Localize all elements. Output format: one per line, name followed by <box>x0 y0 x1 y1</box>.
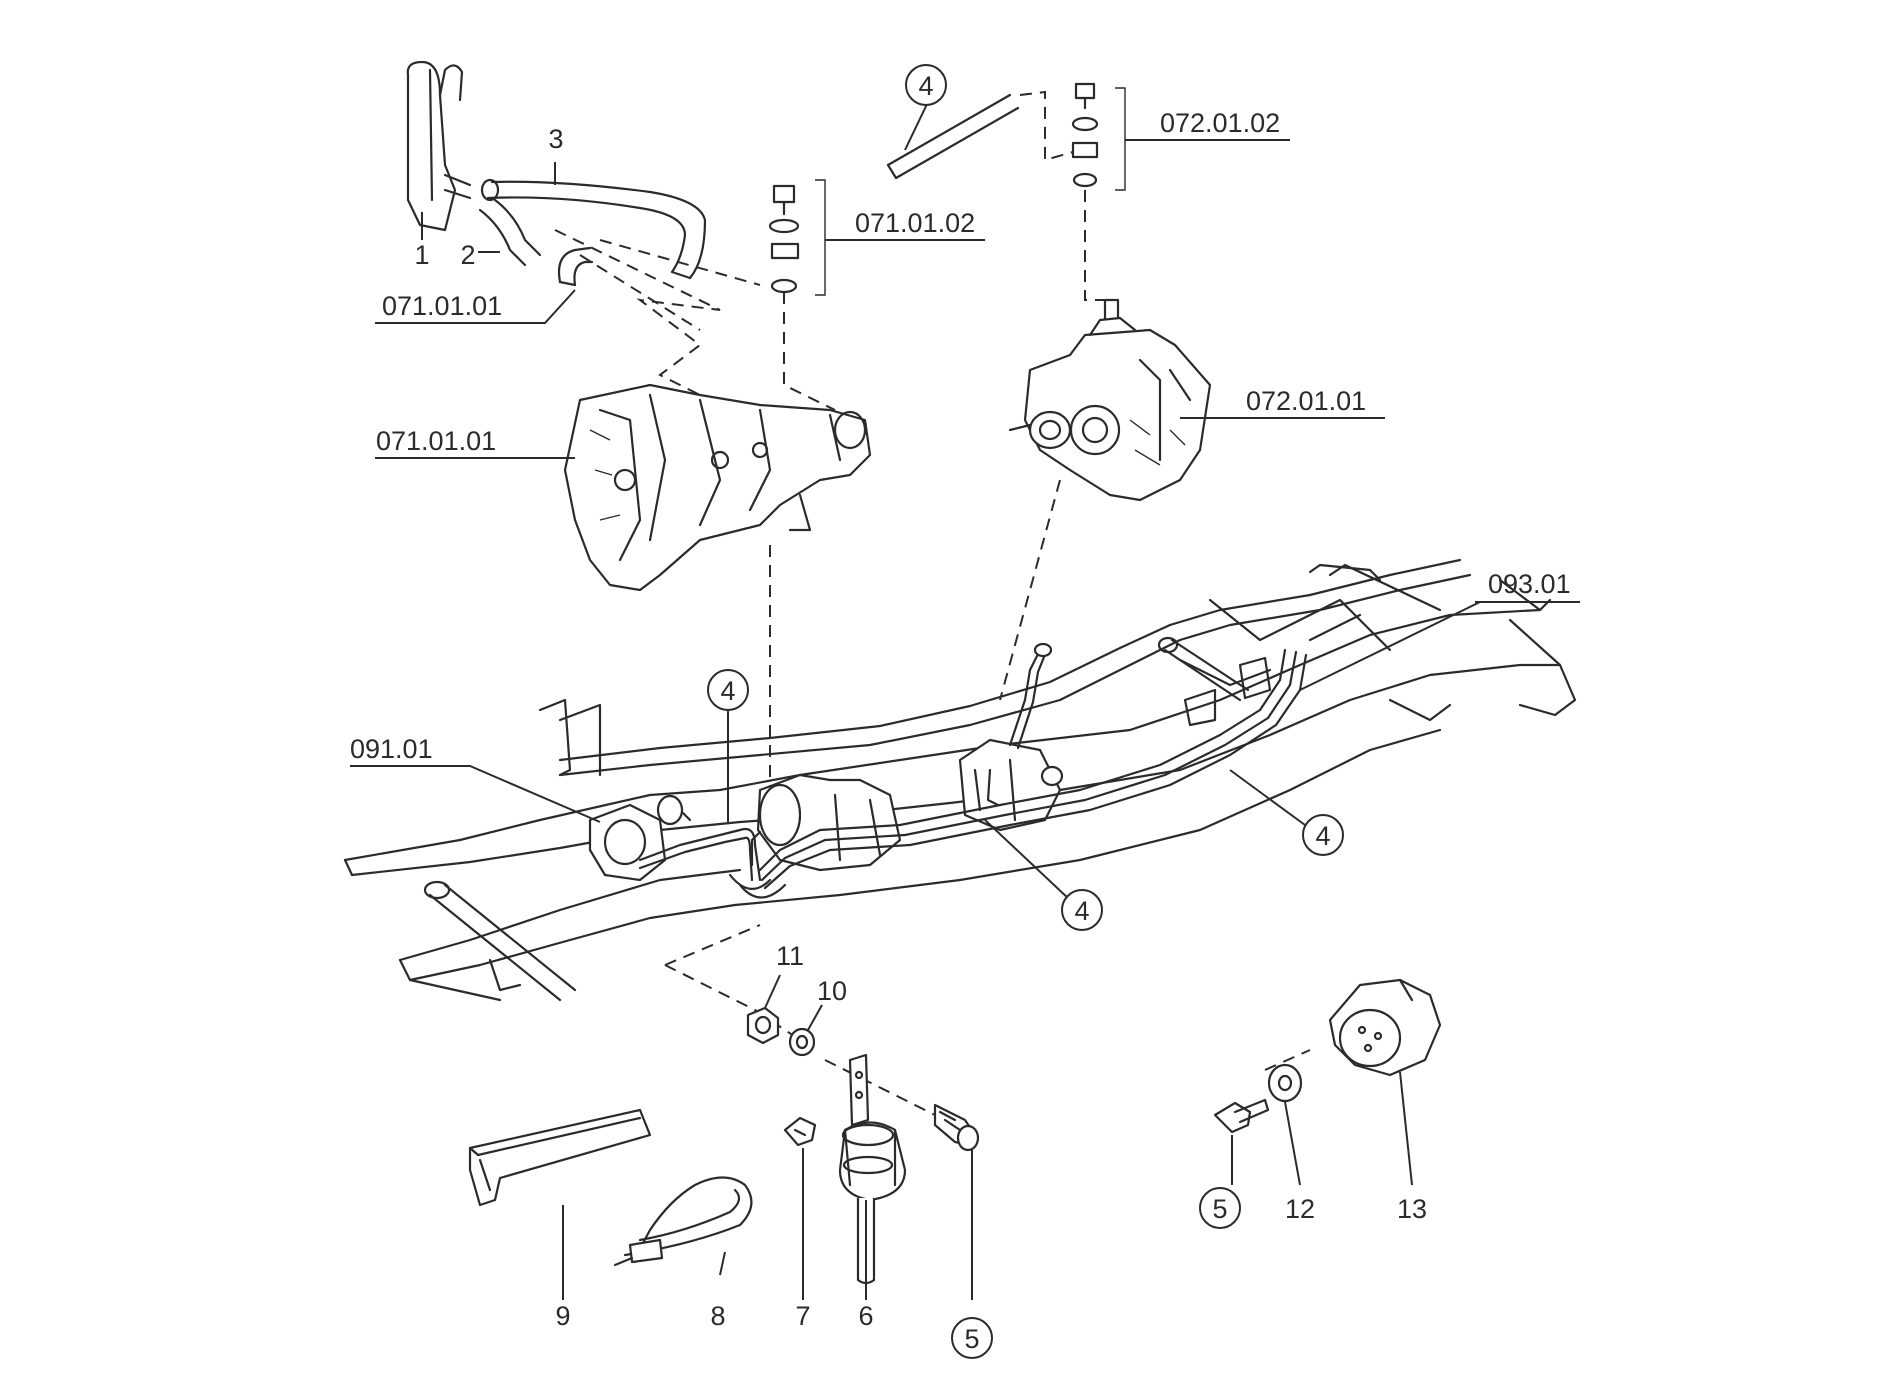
protective-sleeve-9 <box>468 1108 652 1207</box>
clip-7 <box>783 1116 817 1147</box>
label-10: 10 <box>817 976 847 1006</box>
label-6: 6 <box>858 1301 873 1331</box>
callout-5-bolt: 5 <box>951 1317 993 1359</box>
label-1: 1 <box>414 240 429 270</box>
bracket-plate <box>848 1053 870 1127</box>
cable-tie-8 <box>613 1176 753 1267</box>
label-9: 9 <box>555 1301 570 1331</box>
callout-4-mid: 4 <box>707 669 749 711</box>
pipe-run <box>638 648 1308 899</box>
ref-072-01-01: 072.01.01 <box>1246 386 1366 416</box>
oil-cooler-bracket <box>406 60 472 232</box>
label-12: 12 <box>1285 1194 1315 1224</box>
callout-4-right: 4 <box>1302 814 1344 856</box>
label-7: 7 <box>795 1301 810 1331</box>
callout-5-right: 5 <box>1199 1187 1241 1229</box>
bolt-5 <box>933 1103 980 1152</box>
ref-093-01: 093.01 <box>1488 569 1571 599</box>
label-13: 13 <box>1397 1194 1427 1224</box>
ref-071-01-01-hose: 071.01.01 <box>382 291 502 321</box>
chassis-frame <box>343 558 1577 1002</box>
leader-lines <box>350 101 1580 1300</box>
callout-4-right-text: 4 <box>1315 821 1330 851</box>
callout-5-right-text: 5 <box>1212 1194 1227 1224</box>
label-2: 2 <box>460 240 475 270</box>
hose-2 <box>478 198 542 267</box>
callout-5-bolt-text: 5 <box>964 1324 979 1354</box>
transfer-box-assembly <box>1008 298 1212 502</box>
callout-4-lower: 4 <box>1061 889 1103 931</box>
hose-fitting-elbow <box>557 246 594 287</box>
label-11: 11 <box>776 941 804 971</box>
callout-4-top-text: 4 <box>918 71 933 101</box>
ref-071-01-02: 071.01.02 <box>855 208 975 238</box>
ref-072-01-02: 072.01.02 <box>1160 108 1280 138</box>
callout-4-lower-text: 4 <box>1074 896 1089 926</box>
mount-dashed-lines <box>664 924 1311 1116</box>
hose-3 <box>480 178 707 280</box>
banjo-fitting-071-01-02 <box>768 179 985 296</box>
bolt-5-right <box>1213 1098 1270 1134</box>
ref-071-01-01-gearbox: 071.01.01 <box>376 426 496 456</box>
ref-091-01: 091.01 <box>350 734 433 764</box>
assembly-dashed-lines <box>554 90 1112 790</box>
nut-11 <box>746 1006 780 1045</box>
washer-10 <box>788 1027 816 1057</box>
washer-12 <box>1267 1063 1303 1103</box>
gauge-housing-13 <box>1328 978 1442 1077</box>
rubber-mount-6 <box>838 1121 907 1285</box>
callout-4-top: 4 <box>905 64 947 106</box>
gearbox-assembly <box>563 383 872 592</box>
callout-4-mid-text: 4 <box>720 676 735 706</box>
hose-4-top <box>886 93 1020 180</box>
label-3: 3 <box>548 124 563 154</box>
chassis-gearbox-tunnel <box>756 773 902 872</box>
banjo-fitting-072-01-02 <box>1071 82 1290 191</box>
label-8: 8 <box>710 1301 725 1331</box>
